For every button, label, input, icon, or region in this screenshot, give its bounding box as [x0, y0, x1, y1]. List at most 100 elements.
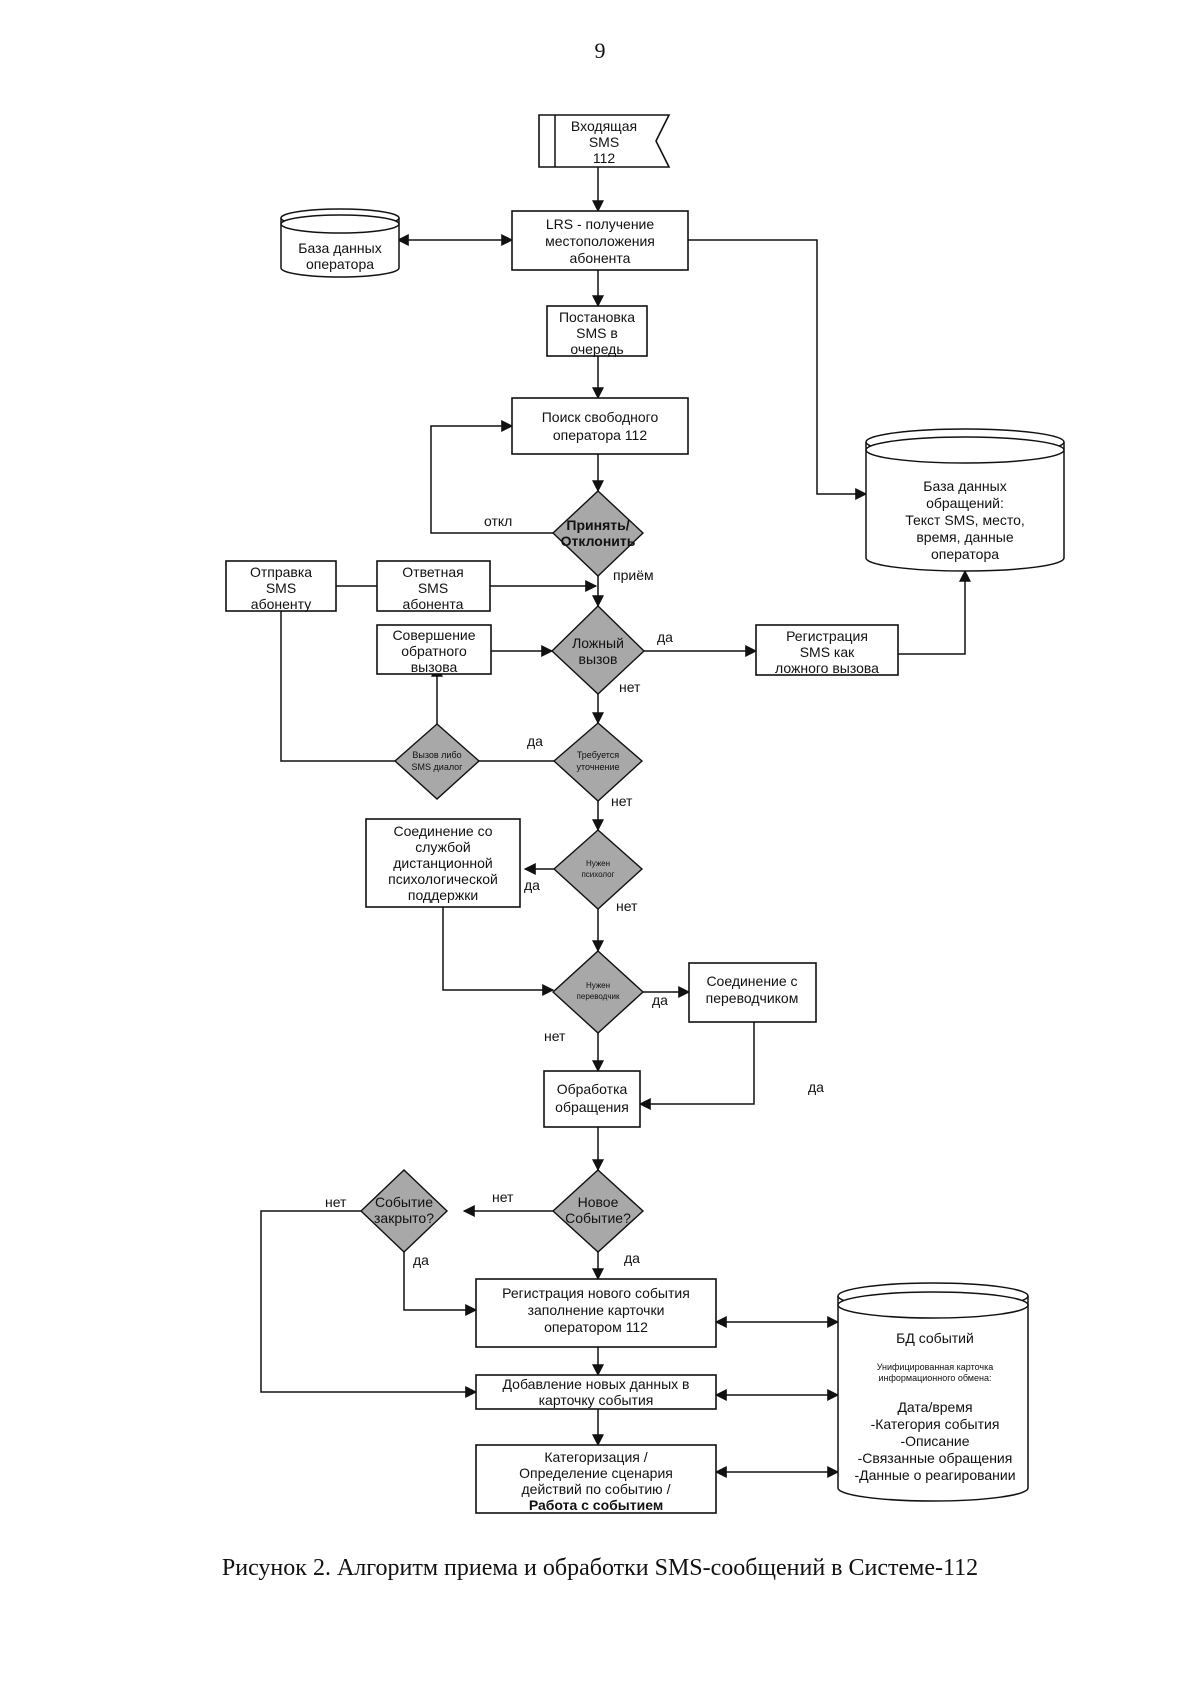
processing-node: Обработка обращения [543, 1070, 641, 1128]
label-new-event-da: да [624, 1250, 640, 1266]
new-event-decision: Новое Событие? [551, 1169, 645, 1253]
incoming-sms-line-2: SMS [589, 134, 619, 150]
events-db-item-2: -Категория события [871, 1416, 1000, 1432]
label-psych-net: нет [616, 898, 638, 914]
event-closed-line-2: закрыто? [374, 1210, 434, 1226]
event-closed-line-1: Событие [375, 1194, 433, 1210]
events-db-title: БД событий [896, 1330, 974, 1346]
psych-service-line-2: службой [415, 839, 470, 855]
accept-reject-decision: Принять/ Отклонить [551, 490, 645, 577]
edge-service-to-translator-decision [442, 907, 555, 996]
new-event-line-2: Событие? [565, 1210, 631, 1226]
edge-closed-to-register [403, 1252, 478, 1316]
accept-reject-line-1: Принять/ [566, 517, 629, 533]
search-operator-line-1: Поиск свободного [542, 409, 659, 425]
call-or-sms-dialog-decision: Вызов либо SMS диалог [393, 723, 481, 800]
add-data-line-2: карточку события [539, 1392, 654, 1408]
register-false-line-2: SMS как [800, 644, 855, 660]
need-psych-line-1: Нужен [586, 859, 610, 868]
search-operator-line-2: оператора 112 [553, 427, 647, 443]
label-closed-da: да [413, 1252, 429, 1268]
appeals-db-line-4: время, данные [916, 529, 1013, 545]
incoming-sms-line-1: Входящая [571, 118, 637, 134]
clarify-line-2: уточнение [577, 762, 620, 772]
edge-labels: откл приём да нет да нет да нет да нет д… [325, 513, 824, 1268]
register-false-line-3: ложного вызова [775, 660, 879, 676]
operator-db-line-1: База данных [298, 240, 381, 256]
incoming-sms-node: Входящая SMS 112 [538, 114, 671, 168]
need-translator-decision: Нужен переводчик [551, 950, 645, 1034]
accept-reject-line-2: Отклонить [561, 533, 636, 549]
events-db-item-5: -Данные о реагировании [854, 1467, 1015, 1483]
add-data-node: Добавление новых данных в карточку событ… [475, 1374, 717, 1410]
register-false-line-1: Регистрация [786, 628, 868, 644]
processing-line-1: Обработка [557, 1081, 628, 1097]
label-clarify-da: да [527, 733, 543, 749]
queue-line-2: SMS в [576, 325, 618, 341]
appeals-db-line-1: База данных [923, 478, 1006, 494]
new-event-line-1: Новое [578, 1194, 619, 1210]
label-otkl: откл [484, 513, 512, 529]
psych-service-node: Соединение со службой дистанционной псих… [365, 818, 521, 908]
edge-register-to-appeals-db [898, 569, 971, 655]
reply-sms-line-2: SMS [418, 580, 448, 596]
edge-send-to-dialog [280, 599, 395, 762]
label-clarify-net: нет [611, 793, 633, 809]
figure-caption: Рисунок 2. Алгоритм приема и обработки S… [221, 1555, 979, 1581]
processing-line-2: обращения [555, 1099, 629, 1115]
label-psych-da: да [524, 877, 540, 893]
add-data-line-1: Добавление новых данных в [503, 1376, 690, 1392]
register-event-node: Регистрация нового события заполнение ка… [475, 1278, 717, 1348]
register-event-line-1: Регистрация нового события [502, 1285, 690, 1301]
events-db-cylinder: БД событий Унифицированная карточка инфо… [837, 1282, 1029, 1502]
register-false-call-node: Регистрация SMS как ложного вызова [755, 624, 899, 676]
callback-line-3: вызова [411, 659, 458, 675]
edge-lrs-to-appeals-db [688, 239, 868, 500]
translator-node: Соединение с переводчиком [688, 962, 817, 1023]
translator-line-2: переводчиком [706, 990, 799, 1006]
connectors [260, 167, 971, 1478]
label-false-net: нет [619, 679, 641, 695]
categorize-line-3: действий по событию / [522, 1481, 671, 1497]
false-call-decision: Ложный вызов [550, 605, 646, 695]
label-priem: приём [613, 567, 654, 583]
appeals-db-line-2: обращений: [926, 495, 1004, 511]
label-translator-return-da: да [808, 1079, 824, 1095]
events-db-subtitle-1: Унифицированная карточка [877, 1362, 994, 1372]
queue-node: Постановка SMS в очередь [546, 305, 648, 357]
send-sms-line-3: абоненту [251, 596, 311, 612]
false-call-line-1: Ложный [572, 635, 624, 651]
translator-line-1: Соединение с [706, 973, 797, 989]
operator-db-line-2: оператора [306, 256, 374, 272]
categorize-line-1: Категоризация / [544, 1449, 647, 1465]
incoming-sms-line-3: 112 [593, 150, 616, 166]
call-or-sms-line-2: SMS диалог [412, 762, 464, 772]
categorize-line-4: Работа с событием [529, 1497, 663, 1513]
categorize-line-2: Определение сценария [519, 1465, 673, 1481]
send-sms-line-1: Отправка [250, 564, 312, 580]
psych-service-line-3: дистанционной [393, 855, 492, 871]
reply-sms-line-3: абонента [403, 596, 464, 612]
callback-line-2: обратного [401, 643, 467, 659]
send-sms-node: Отправка SMS абоненту [225, 560, 337, 612]
event-closed-decision: Событие закрыто? [359, 1169, 449, 1253]
false-call-line-2: вызов [579, 651, 618, 667]
need-translator-line-1: Нужен [586, 981, 610, 990]
events-db-item-1: Дата/время [897, 1399, 972, 1415]
clarify-line-1: Требуется [577, 750, 619, 760]
need-psych-line-2: психолог [581, 870, 614, 879]
events-db-item-3: -Описание [900, 1433, 969, 1449]
callback-line-1: Совершение [392, 627, 475, 643]
callback-node: Совершение обратного вызова [376, 624, 492, 675]
events-db-subtitle-2: информационного обмена: [879, 1373, 992, 1383]
register-event-line-3: оператором 112 [544, 1319, 648, 1335]
label-translator-net: нет [544, 1028, 566, 1044]
lrs-location-node: LRS - получение местоположения абонента [511, 210, 689, 271]
psych-service-line-4: психологической [388, 871, 498, 887]
appeals-db-line-5: оператора [931, 546, 999, 562]
appeals-db-cylinder: База данных обращений: Текст SMS, место,… [865, 428, 1065, 572]
lrs-line-1: LRS - получение [546, 216, 655, 232]
flowchart: Входящая SMS 112 LRS - получение местопо… [225, 114, 1065, 1514]
appeals-db-line-3: Текст SMS, место, [905, 512, 1025, 528]
reply-sms-line-1: Ответная [402, 564, 463, 580]
